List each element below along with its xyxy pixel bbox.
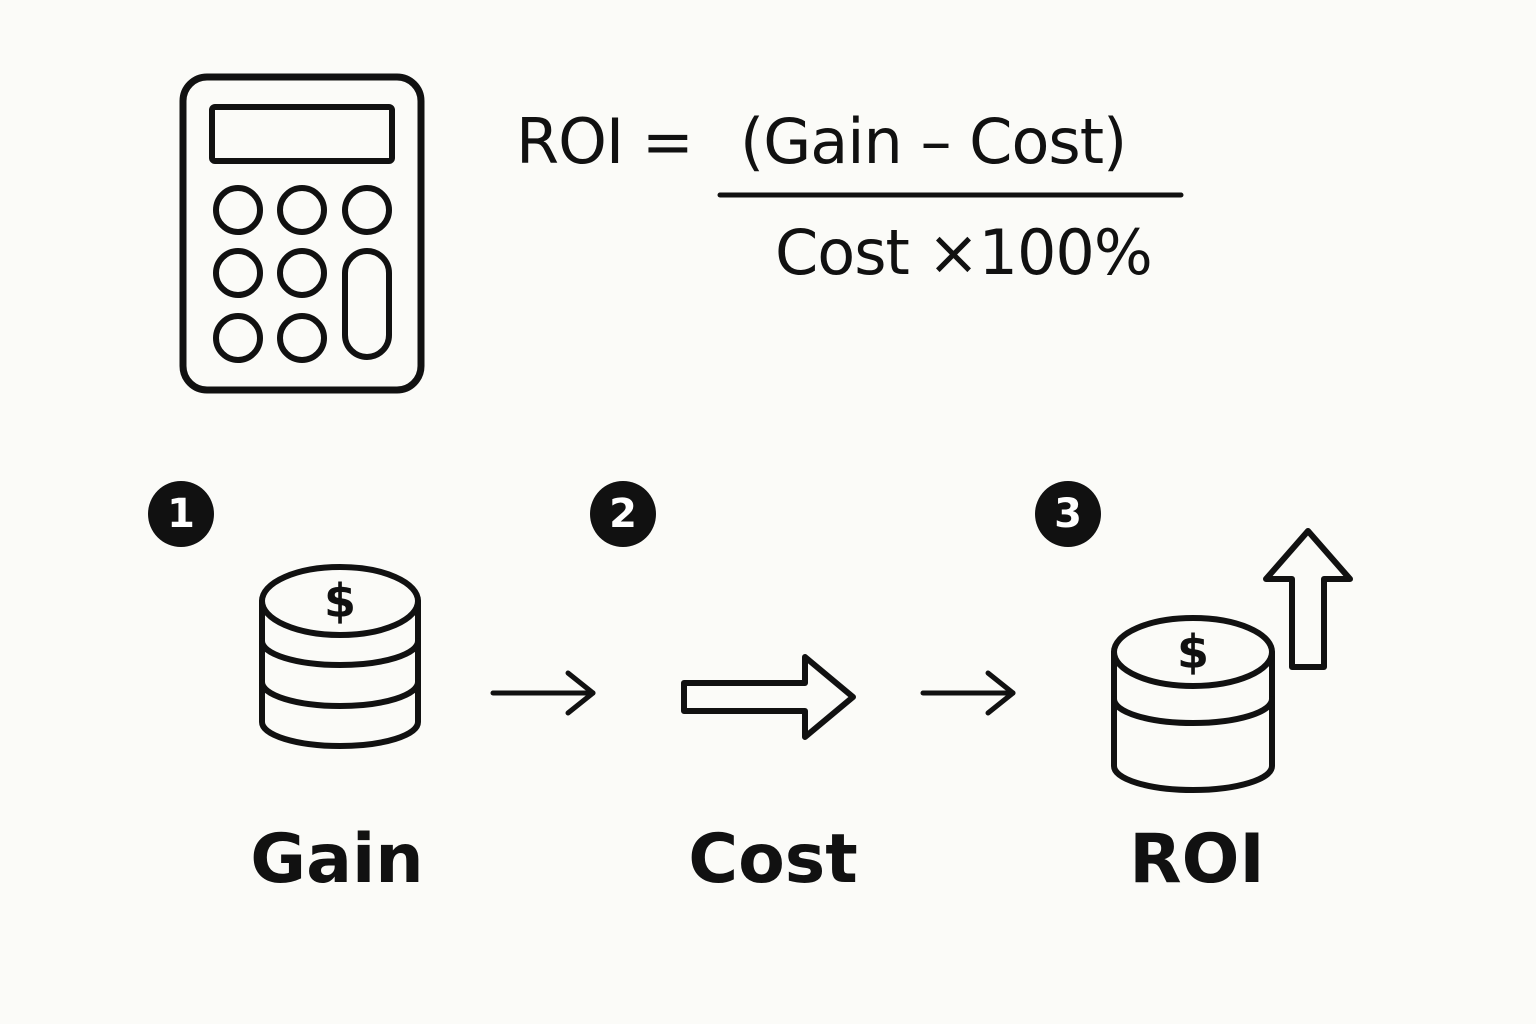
formula-denominator: Cost ×100%	[775, 216, 1153, 289]
formula-lhs: ROI =	[516, 105, 694, 178]
calculator-icon	[179, 73, 425, 394]
coin-stack-up-arrow-icon: $	[1111, 615, 1275, 793]
step-badge-3: 3	[1035, 481, 1101, 547]
step-label-cost: Cost	[688, 820, 858, 899]
dollar-sign: $	[1177, 625, 1209, 679]
thin-arrow-right-icon	[490, 670, 596, 716]
arrow-up-icon	[1263, 528, 1353, 670]
thin-arrow-right-icon	[920, 670, 1016, 716]
dollar-sign: $	[324, 574, 356, 628]
block-arrow-right-icon	[681, 654, 856, 740]
step-label-gain: Gain	[250, 820, 424, 899]
formula-numerator: (Gain – Cost)	[740, 105, 1127, 178]
step-badge-2: 2	[590, 481, 656, 547]
step-label-roi: ROI	[1129, 820, 1265, 899]
coin-stack-icon: $	[259, 564, 421, 749]
step-badge-1: 1	[148, 481, 214, 547]
